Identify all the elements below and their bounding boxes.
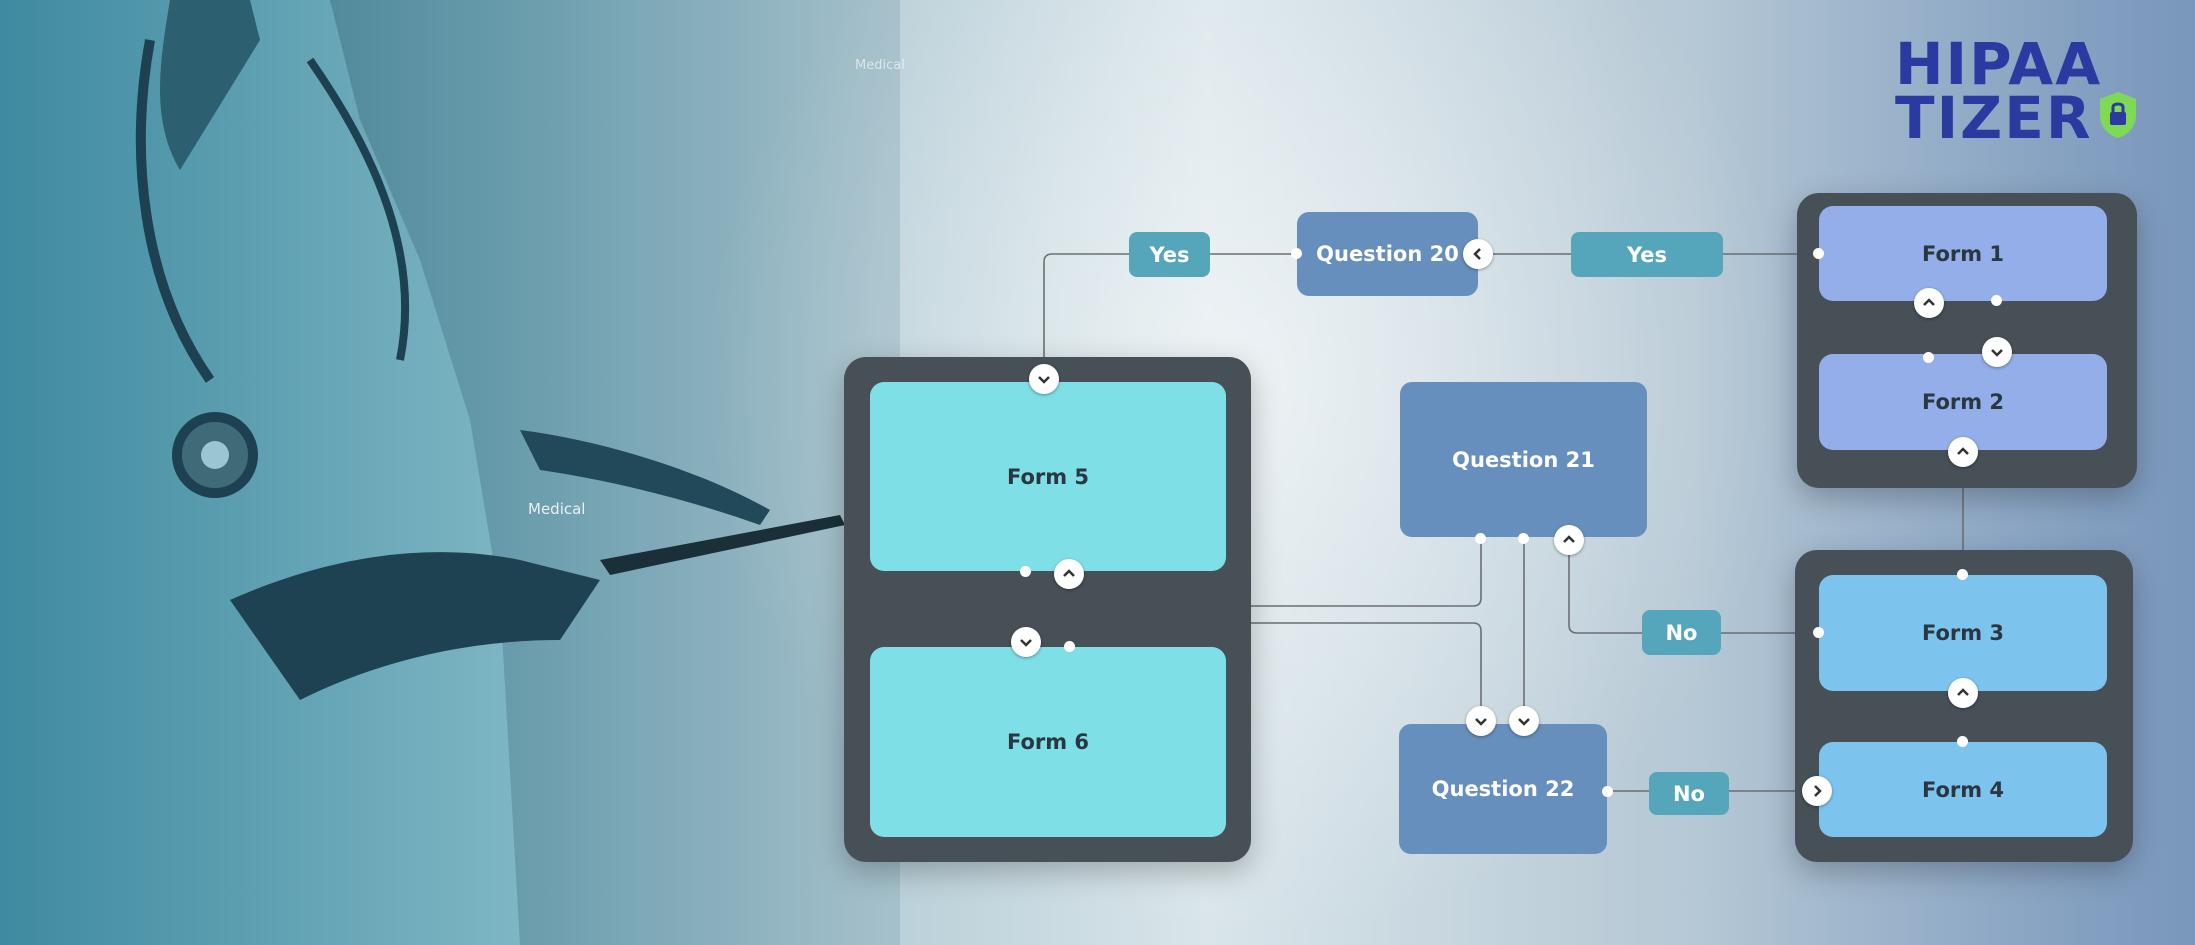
- doctor-illustration: [0, 0, 900, 945]
- connector-dot: [1020, 566, 1031, 577]
- chevron-down-icon[interactable]: [1029, 364, 1059, 394]
- chevron-down-icon[interactable]: [1509, 706, 1539, 736]
- connector-dot: [1518, 533, 1529, 544]
- question-20-node[interactable]: Question 20: [1297, 212, 1478, 296]
- chevron-up-icon[interactable]: [1054, 559, 1084, 589]
- edge-yes-right[interactable]: Yes: [1571, 232, 1723, 277]
- form-2-node[interactable]: Form 2: [1819, 354, 2107, 450]
- connector-dot: [1602, 786, 1613, 797]
- chevron-up-icon[interactable]: [1914, 288, 1944, 318]
- logo-line-1: HIPAA: [1895, 30, 2103, 98]
- chevron-down-icon[interactable]: [1982, 337, 2012, 367]
- medical-overlay-label-small: Medical: [855, 58, 905, 73]
- medical-overlay-label: Medical: [528, 500, 586, 518]
- chevron-down-icon[interactable]: [1466, 706, 1496, 736]
- form-3-node[interactable]: Form 3: [1819, 575, 2107, 691]
- connector-dot: [1064, 641, 1075, 652]
- chevron-up-icon[interactable]: [1554, 525, 1584, 555]
- edge-no-lower[interactable]: No: [1649, 772, 1729, 815]
- edge-no-upper[interactable]: No: [1642, 610, 1721, 655]
- logo-line-2: TIZER: [1895, 84, 2093, 152]
- chevron-right-icon[interactable]: [1802, 776, 1832, 806]
- connector-dot: [1813, 627, 1824, 638]
- connector-dot: [1813, 248, 1824, 259]
- chevron-down-icon[interactable]: [1011, 627, 1041, 657]
- question-21-node[interactable]: Question 21: [1400, 382, 1647, 537]
- form-1-node[interactable]: Form 1: [1819, 206, 2107, 301]
- lock-shield-icon: [2096, 90, 2140, 146]
- chevron-up-icon[interactable]: [1948, 437, 1978, 467]
- chevron-up-icon[interactable]: [1948, 678, 1978, 708]
- connector-dot: [1957, 736, 1968, 747]
- connector-dot: [1957, 569, 1968, 580]
- edge-yes-left[interactable]: Yes: [1129, 232, 1210, 277]
- form-5-node[interactable]: Form 5: [870, 382, 1226, 571]
- connector-dot: [1991, 295, 2002, 306]
- form-4-node[interactable]: Form 4: [1819, 742, 2107, 837]
- hipaatizer-logo: HIPAA TIZER: [1895, 30, 2140, 152]
- logo-line-2-row: TIZER: [1895, 84, 2140, 152]
- connector-dot: [1291, 248, 1302, 259]
- chevron-left-icon[interactable]: [1463, 239, 1493, 269]
- connector-dot: [1923, 352, 1934, 363]
- form-6-node[interactable]: Form 6: [870, 647, 1226, 837]
- question-22-node[interactable]: Question 22: [1399, 724, 1607, 854]
- connector-dot: [1475, 533, 1486, 544]
